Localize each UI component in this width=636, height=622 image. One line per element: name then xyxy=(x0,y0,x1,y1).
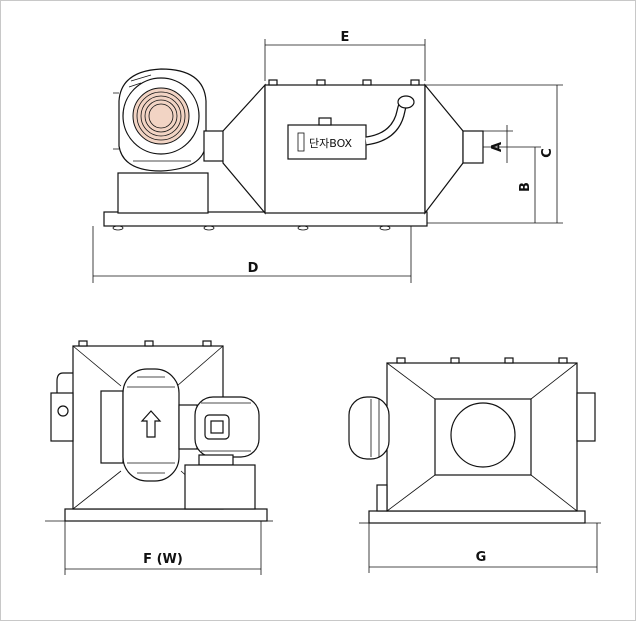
dim-c-label: C xyxy=(540,148,555,158)
rear-view xyxy=(348,357,596,524)
mount-hole xyxy=(112,225,124,231)
dim-e-label: E xyxy=(341,30,350,45)
mount-hole xyxy=(203,225,215,231)
front-dimensions: F (W) xyxy=(45,520,273,575)
motor-stand xyxy=(184,464,256,510)
airflow-arrow-icon xyxy=(140,410,162,438)
outlet-duct xyxy=(462,130,484,164)
front-view xyxy=(50,340,268,522)
fan-stand xyxy=(117,172,209,214)
terminal-box-label: 단자BOX xyxy=(309,137,353,150)
outlet-hood xyxy=(424,83,464,215)
rear-dimensions: G xyxy=(359,522,601,573)
inlet-hood xyxy=(222,83,266,215)
dim-d-label: D xyxy=(248,261,259,276)
rear-outlet xyxy=(450,402,516,468)
front-fan xyxy=(122,368,180,482)
rear-side-box xyxy=(576,392,596,442)
front-motor xyxy=(178,404,198,450)
side-dimensions: E D A B C xyxy=(92,30,563,283)
front-base xyxy=(64,508,268,522)
dim-f-label: F (W) xyxy=(143,552,183,567)
blower xyxy=(113,68,225,172)
terminal-box xyxy=(287,124,367,160)
rear-base xyxy=(368,510,586,524)
dim-b-label: B xyxy=(518,182,533,192)
mount-hole xyxy=(379,225,391,231)
mount-hole xyxy=(297,225,309,231)
dim-g-label: G xyxy=(476,550,487,565)
top-lugs xyxy=(268,79,420,86)
side-view: 단자BOX xyxy=(103,68,484,231)
dim-a-label: A xyxy=(490,142,505,152)
rear-motor xyxy=(348,396,390,460)
